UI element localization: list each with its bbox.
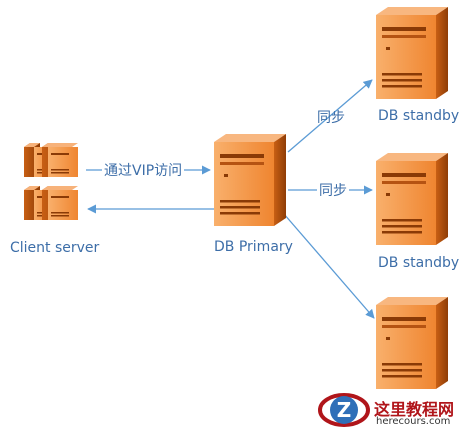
edge-label-sync-2: 同步 xyxy=(317,180,349,200)
svg-text:Z: Z xyxy=(337,398,352,422)
db-standby3-server-icon xyxy=(376,297,448,389)
db-standby1-server-icon xyxy=(376,7,448,99)
db-standby2-label: DB standby xyxy=(378,255,460,271)
watermark-logo-icon: Z xyxy=(318,393,370,427)
client-server-label: Client server xyxy=(10,240,100,256)
db-standby1-label: DB standby xyxy=(378,108,460,124)
client-server-icon xyxy=(24,143,78,220)
watermark-title: 这里教程网 xyxy=(374,400,455,419)
edge-label-sync-1: 同步 xyxy=(317,110,345,126)
edge-label-vip-access: 通过VIP访问 xyxy=(102,160,185,180)
db-primary-label: DB Primary xyxy=(214,239,293,255)
db-primary-server-icon xyxy=(214,134,286,226)
edge-primary-to-standby3 xyxy=(283,213,375,319)
watermark-url: herecours.com xyxy=(376,416,451,427)
db-standby2-server-icon xyxy=(376,153,448,245)
edge-primary-to-standby1 xyxy=(287,79,373,153)
